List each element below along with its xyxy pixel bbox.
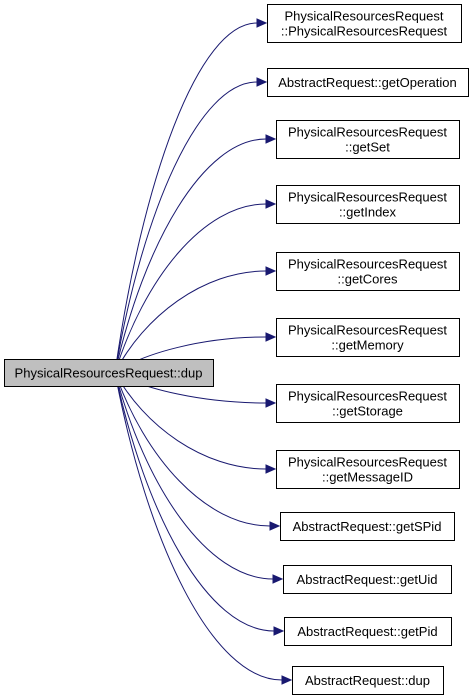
arrowhead-getstorage xyxy=(265,398,277,408)
target-node-getoperation-box xyxy=(267,68,469,97)
arrowhead-ctor xyxy=(256,18,268,28)
target-node-getcores-box xyxy=(276,252,460,291)
target-node-ctor[interactable]: PhysicalResourcesRequest::PhysicalResour… xyxy=(267,4,462,43)
target-node-getmessageid-label-line-2: ::getMessageID xyxy=(322,470,413,485)
target-node-getcores-label-line-2: ::getCores xyxy=(338,272,398,287)
edge-to-getcores xyxy=(114,270,267,373)
call-nodes: PhysicalResourcesRequest::dupPhysicalRes… xyxy=(4,4,469,695)
arrowhead-getmemory xyxy=(265,332,277,342)
target-node-dup[interactable]: AbstractRequest::dup xyxy=(292,666,444,695)
target-node-getset[interactable]: PhysicalResourcesRequest::getSet xyxy=(276,120,460,159)
target-node-getuid[interactable]: AbstractRequest::getUid xyxy=(283,565,452,594)
arrowhead-getpid xyxy=(273,626,285,636)
edge-to-getpid xyxy=(114,372,275,632)
target-node-getindex[interactable]: PhysicalResourcesRequest::getIndex xyxy=(276,185,460,224)
target-node-dup-box xyxy=(292,666,444,695)
target-node-getstorage-box xyxy=(276,384,460,423)
arrowhead-getspid xyxy=(269,521,281,531)
target-node-getspid[interactable]: AbstractRequest::getSPid xyxy=(280,512,455,541)
edge-to-getuid xyxy=(114,372,274,580)
target-node-getset-label-line-2: ::getSet xyxy=(345,140,390,155)
arrowhead-getoperation xyxy=(256,77,268,87)
target-node-getmemory[interactable]: PhysicalResourcesRequest::getMemory xyxy=(276,318,460,357)
source-node-physicalresourcesrequest-dup-label-line-1: PhysicalResourcesRequest::dup xyxy=(15,366,203,381)
source-node-physicalresourcesrequest-dup-box xyxy=(4,359,214,387)
target-node-getset-box xyxy=(276,120,460,159)
arrowhead-dup xyxy=(281,675,293,685)
edge-to-dup xyxy=(114,372,283,681)
target-node-getuid-box xyxy=(283,565,452,594)
arrowhead-getset xyxy=(265,134,277,144)
target-node-getmessageid[interactable]: PhysicalResourcesRequest::getMessageID xyxy=(276,450,460,489)
target-node-getspid-box xyxy=(280,512,455,541)
edge-to-getindex xyxy=(114,203,267,373)
edge-to-getmessageid xyxy=(114,372,267,470)
arrowhead-getuid xyxy=(272,574,284,584)
target-node-getset-label-line-1: PhysicalResourcesRequest xyxy=(288,125,447,140)
target-node-getmessageid-label-line-1: PhysicalResourcesRequest xyxy=(288,455,447,470)
target-node-dup-label-line-1: AbstractRequest::dup xyxy=(305,673,430,688)
target-node-getmemory-box xyxy=(276,318,460,357)
target-node-getcores[interactable]: PhysicalResourcesRequest::getCores xyxy=(276,252,460,291)
edge-to-getspid xyxy=(114,372,271,527)
target-node-getoperation[interactable]: AbstractRequest::getOperation xyxy=(267,68,469,97)
target-node-ctor-box xyxy=(267,4,462,43)
target-node-getstorage-label-line-2: ::getStorage xyxy=(332,404,403,419)
arrowhead-getcores xyxy=(265,266,277,276)
target-node-getindex-label-line-1: PhysicalResourcesRequest xyxy=(288,190,447,205)
target-node-ctor-label-line-2: ::PhysicalResourcesRequest xyxy=(281,24,448,39)
edge-to-getset xyxy=(114,138,267,373)
target-node-ctor-label-line-1: PhysicalResourcesRequest xyxy=(285,9,444,24)
call-edges xyxy=(114,18,293,685)
target-node-getindex-box xyxy=(276,185,460,224)
target-node-getmessageid-box xyxy=(276,450,460,489)
arrowhead-getmessageid xyxy=(265,464,277,474)
target-node-getpid-label-line-1: AbstractRequest::getPid xyxy=(297,624,437,639)
target-node-getstorage-label-line-1: PhysicalResourcesRequest xyxy=(288,389,447,404)
target-node-getmemory-label-line-1: PhysicalResourcesRequest xyxy=(288,323,447,338)
target-node-getstorage[interactable]: PhysicalResourcesRequest::getStorage xyxy=(276,384,460,423)
edge-to-getoperation xyxy=(114,81,258,373)
source-node-physicalresourcesrequest-dup[interactable]: PhysicalResourcesRequest::dup xyxy=(4,359,214,387)
edge-to-ctor xyxy=(114,22,258,373)
target-node-getpid[interactable]: AbstractRequest::getPid xyxy=(284,617,452,646)
target-node-getmemory-label-line-2: ::getMemory xyxy=(331,338,404,353)
target-node-getindex-label-line-2: ::getIndex xyxy=(339,205,397,220)
target-node-getuid-label-line-1: AbstractRequest::getUid xyxy=(297,572,438,587)
target-node-getcores-label-line-1: PhysicalResourcesRequest xyxy=(288,257,447,272)
target-node-getspid-label-line-1: AbstractRequest::getSPid xyxy=(293,519,442,534)
arrowhead-getindex xyxy=(265,199,277,209)
target-node-getoperation-label-line-1: AbstractRequest::getOperation xyxy=(278,75,457,90)
target-node-getpid-box xyxy=(284,617,452,646)
